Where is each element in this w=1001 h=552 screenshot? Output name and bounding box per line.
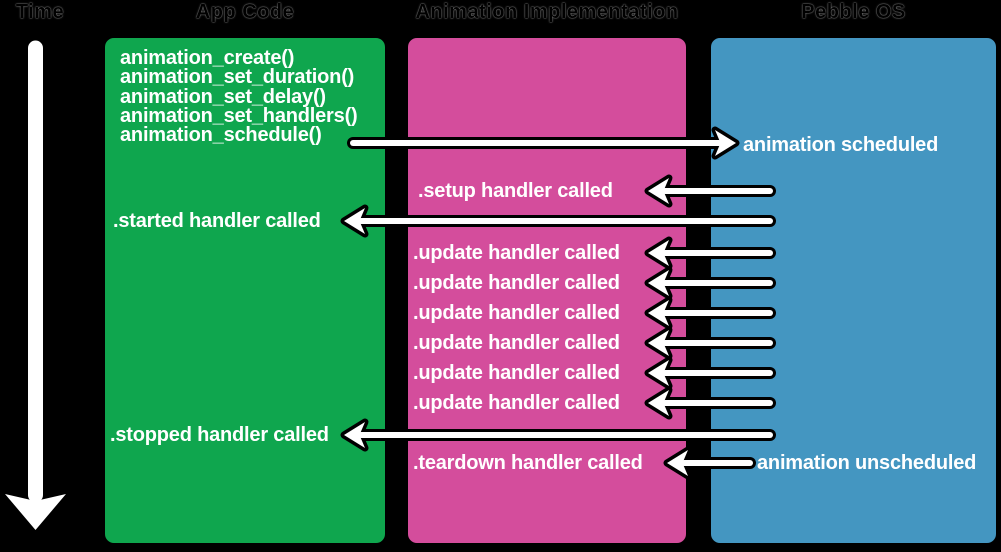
label-setup-handler-called: .setup handler called	[418, 180, 613, 202]
animation-implementation-column-title: Animation Implementation	[415, 1, 679, 23]
label-stopped-handler-called: .stopped handler called	[110, 424, 329, 446]
api-call-list: animation_create() animation_set_duratio…	[120, 47, 358, 147]
label-update-handler-called-1: .update handler called	[413, 242, 620, 264]
api-call-animation-create: animation_create()	[120, 47, 295, 69]
app-code-column-title: App Code	[195, 1, 295, 23]
time-axis-title: Time	[15, 1, 65, 23]
label-update-handler-called-4: .update handler called	[413, 332, 620, 354]
label-animation-unscheduled: animation unscheduled	[757, 452, 977, 474]
label-animation-scheduled: animation scheduled	[743, 134, 939, 156]
label-started-handler-called: .started handler called	[113, 210, 321, 232]
label-update-handler-called-2: .update handler called	[413, 272, 620, 294]
time-arrow	[1, 37, 70, 534]
api-call-animation-set-duration: animation_set_duration()	[120, 66, 355, 89]
app-code-lane	[100, 33, 390, 548]
api-call-animation-set-delay: animation_set_delay()	[120, 85, 326, 108]
pebble-os-lane	[706, 33, 1001, 548]
label-teardown-handler-called: .teardown handler called	[413, 452, 643, 474]
label-update-handler-called-3: .update handler called	[413, 302, 620, 324]
label-update-handler-called-5: .update handler called	[413, 362, 620, 384]
label-update-handler-called-6: .update handler called	[413, 392, 620, 414]
api-call-animation-set-handlers: animation_set_handlers()	[120, 104, 358, 127]
animation-implementation-lane	[403, 33, 691, 548]
api-call-animation-schedule: animation_schedule()	[120, 124, 322, 147]
pebble-os-column-title: Pebble OS	[801, 1, 906, 23]
